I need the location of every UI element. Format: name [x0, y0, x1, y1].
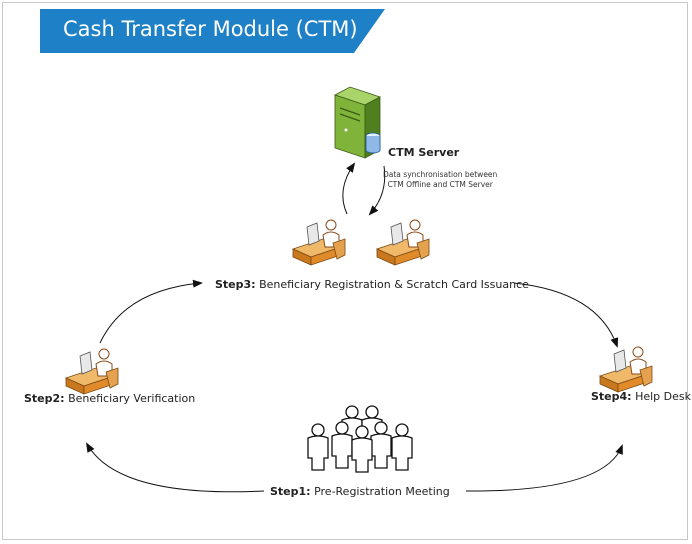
- database-icon: [365, 132, 381, 154]
- sync-note: Data synchronisation between CTM Offline…: [383, 170, 497, 190]
- sync-note-line2: CTM Offline and CTM Server: [387, 180, 493, 189]
- step1-label: Step1: Pre-Registration Meeting: [270, 485, 450, 498]
- page-title: Cash Transfer Module (CTM): [63, 17, 358, 41]
- step3-to-step4-arrow: [513, 282, 619, 348]
- step2-to-step3-arrow: [99, 279, 203, 344]
- worker-at-desk-icon: [599, 346, 653, 393]
- people-group-icon: [307, 405, 413, 473]
- server-label: CTM Server: [388, 146, 460, 159]
- step4-label: Step4: Help Desk: [591, 390, 691, 403]
- title-banner: [40, 9, 385, 53]
- step3-text: Beneficiary Registration & Scratch Card …: [255, 278, 529, 291]
- sync-up-arrow: [342, 162, 356, 215]
- step4-text: Help Desk: [631, 390, 691, 403]
- step3-label: Step3: Beneficiary Registration & Scratc…: [215, 278, 529, 291]
- sync-note-line1: Data synchronisation between: [383, 170, 498, 179]
- worker-at-desk-icon: [376, 219, 430, 266]
- step2-label: Step2: Beneficiary Verification: [24, 392, 195, 405]
- step1-to-step4-arrow: [465, 444, 623, 492]
- step2-prefix: Step2:: [24, 392, 65, 405]
- worker-at-desk-icon: [292, 219, 346, 266]
- step1-prefix: Step1:: [270, 485, 311, 498]
- sync-down-arrow: [368, 165, 386, 216]
- worker-at-desk-icon: [65, 348, 119, 395]
- step1-to-step2-arrow: [86, 442, 265, 493]
- step2-text: Beneficiary Verification: [64, 392, 196, 405]
- step3-prefix: Step3:: [215, 278, 256, 291]
- step4-prefix: Step4:: [591, 390, 632, 403]
- step1-text: Pre-Registration Meeting: [310, 485, 450, 498]
